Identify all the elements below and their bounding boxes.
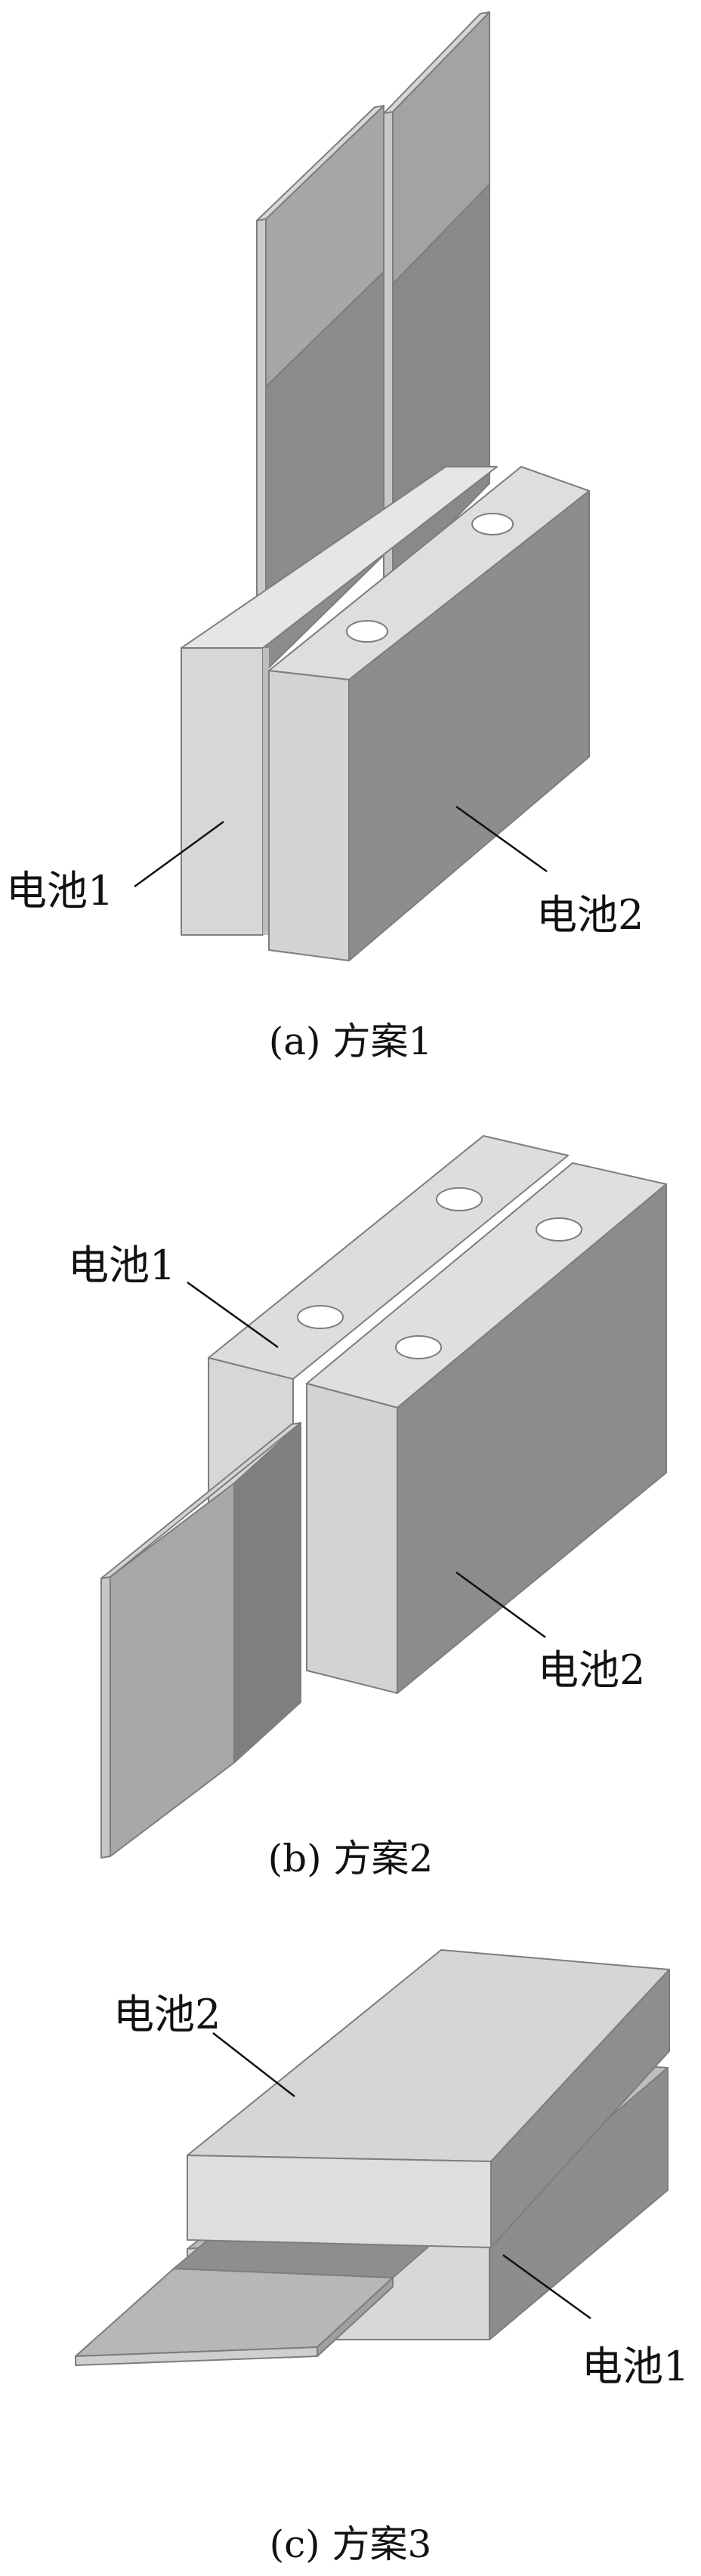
cell-2-leader <box>455 1571 546 1639</box>
figure-a: 电池1 电池2 (a) 方案1 <box>6 11 644 1063</box>
cell-1-label: 电池1 <box>6 867 113 915</box>
cell-2-label: 电池2 <box>536 891 644 939</box>
figure-c: 电池2 电池1 (c) 方案3 <box>75 1949 689 2566</box>
figure-b-caption: (b) 方案2 <box>268 1837 434 1880</box>
cell-2-body <box>187 1949 670 2248</box>
cell-2-leader <box>455 805 548 873</box>
cell-1-label: 电池1 <box>582 2343 689 2390</box>
terminal-hole <box>297 1305 344 1329</box>
cell-2-leader <box>212 2032 295 2097</box>
cell-2-label: 电池2 <box>113 1991 221 2038</box>
cell-2-label: 电池2 <box>538 1646 645 1694</box>
terminal-hole <box>471 513 514 535</box>
cell-1-label: 电池1 <box>68 1242 175 1289</box>
terminal-hole <box>436 1187 483 1211</box>
figure-a-caption: (a) 方案1 <box>269 1020 433 1063</box>
cell-2-body <box>306 1162 667 1694</box>
cell-1-body <box>181 466 498 936</box>
cell-2-body <box>268 466 590 961</box>
terminal-hole <box>395 1335 442 1359</box>
terminal-hole <box>536 1217 582 1242</box>
figure-c-caption: (c) 方案3 <box>270 2522 432 2566</box>
cell-1-leader <box>502 2254 591 2320</box>
cell-1-leader <box>134 820 224 888</box>
terminal-hole <box>346 620 388 643</box>
figure-b: 电池1 电池2 (b) 方案2 <box>68 1135 667 1880</box>
cell-1-tab <box>100 1422 301 1859</box>
cell-1-leader <box>187 1281 279 1349</box>
